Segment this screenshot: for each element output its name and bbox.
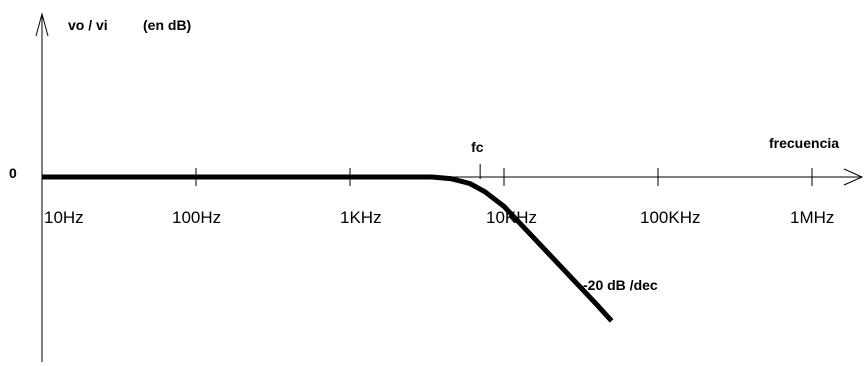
y-axis-unit: (en dB): [143, 17, 191, 33]
slope-annotation: -20 dB /dec: [583, 277, 658, 293]
x-tick-label: 100KHz: [640, 208, 700, 227]
x-axis-arrow: [843, 168, 864, 186]
x-tick-label: 10Hz: [44, 208, 84, 227]
cutoff-label: fc: [471, 139, 484, 155]
y-axis-label: vo / vi: [68, 17, 108, 33]
y-axis-arrow: [35, 12, 49, 37]
x-tick-label: 1MHz: [790, 208, 834, 227]
x-tick-label: 100Hz: [172, 208, 221, 227]
response-curve: [42, 174, 614, 323]
x-tick-label: 1KHz: [340, 208, 382, 227]
x-axis-label: frecuencia: [769, 135, 839, 151]
y-zero-label: 0: [9, 165, 17, 181]
